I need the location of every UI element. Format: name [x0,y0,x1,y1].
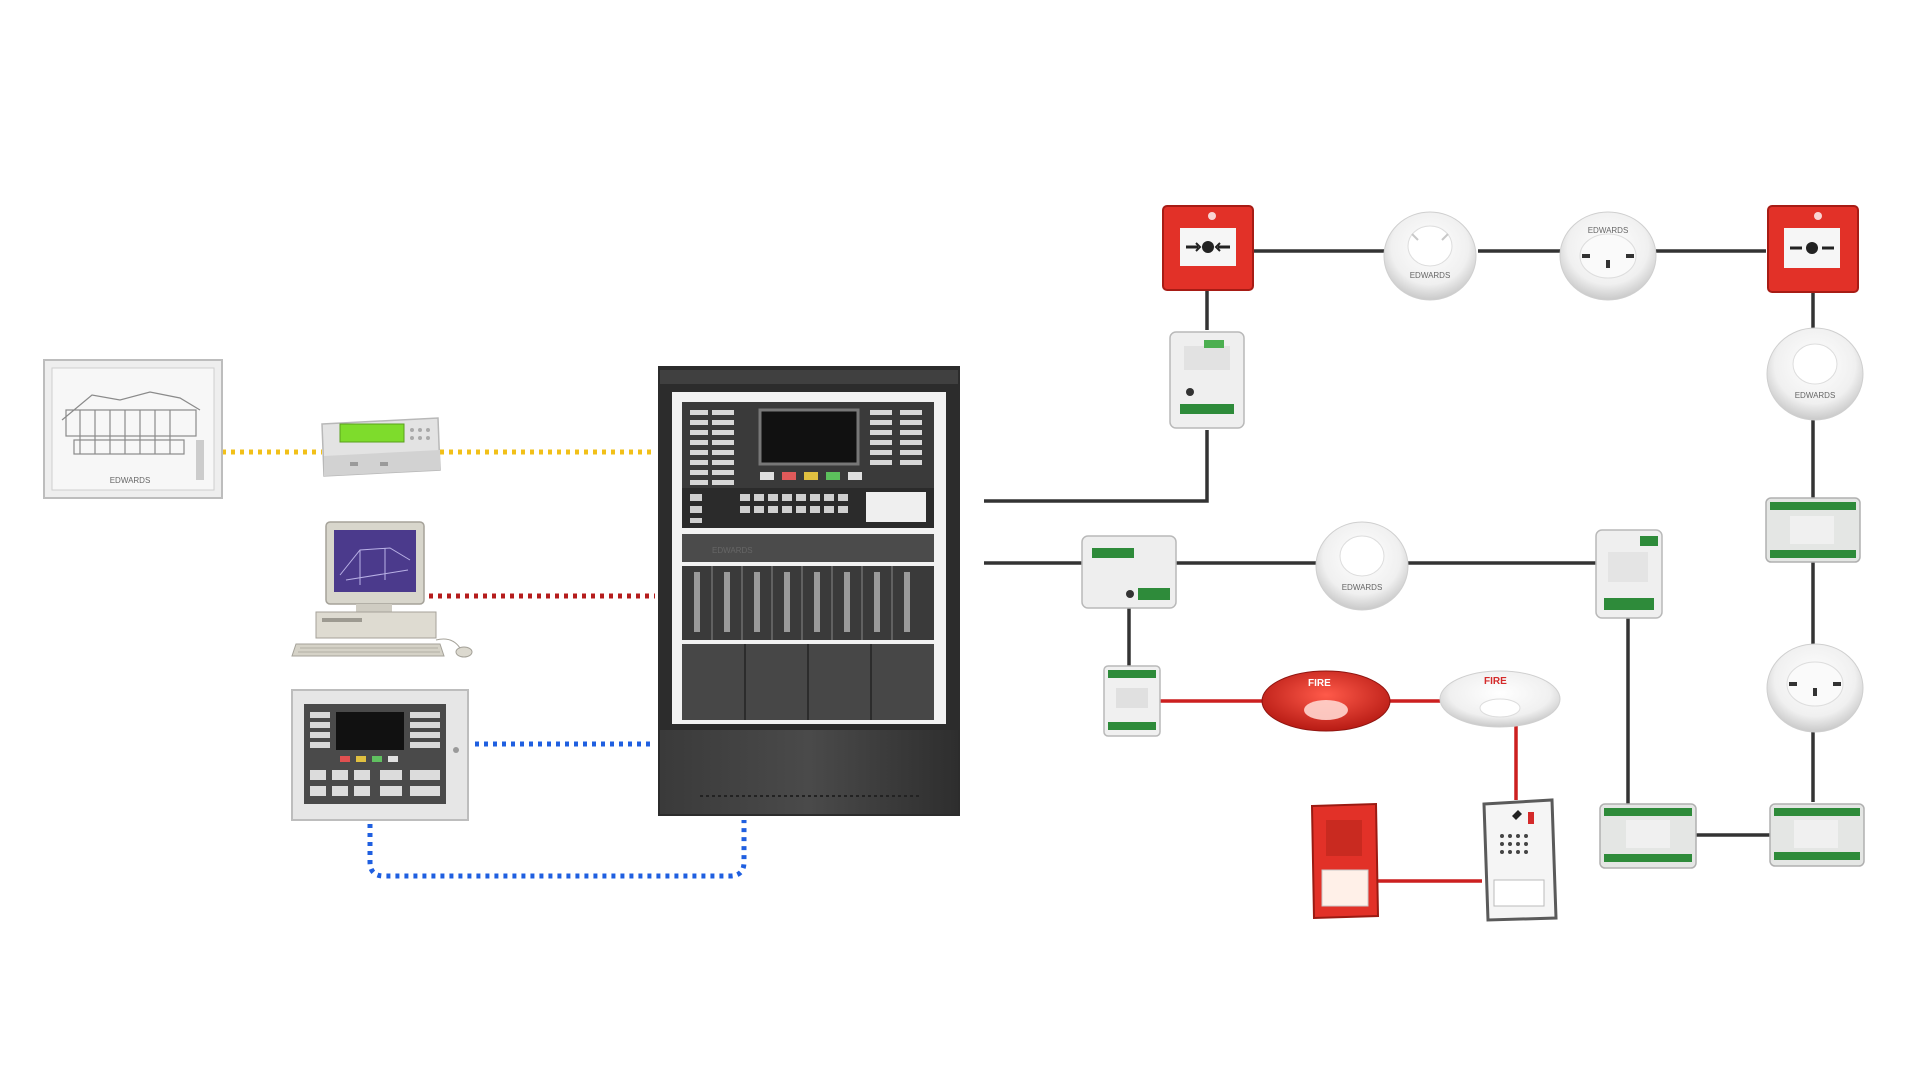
panel-main-screen [758,408,860,466]
workstation-screen [334,530,416,592]
detector-brand-label-3: EDWARDS [1795,391,1836,400]
ceiling-horn-strobe-red[interactable]: FIRE [1261,670,1391,732]
loop-module-bottom-mid[interactable] [1599,803,1697,869]
panel-brand-label: EDWARDS [712,546,753,555]
pc-workstation [291,521,473,658]
smoke-detector-mid[interactable]: EDWARDS [1315,521,1409,611]
loop-module-1[interactable] [1169,331,1245,429]
heat-detector-right-2[interactable] [1766,643,1864,733]
panel-module-cards [711,566,893,640]
speaker-strobe-white[interactable] [1482,798,1558,922]
detector-brand-label: EDWARDS [1410,271,1451,280]
lcd-screen [339,423,405,443]
ceiling-horn-strobe-white[interactable]: FIRE [1439,670,1561,728]
link-remote-panel-loop [367,820,747,879]
graphic-annunciator: EDWARDS [43,359,223,499]
loop-module-mid-left[interactable] [1081,535,1177,609]
panel-keypad [690,494,848,523]
detector-brand-label-2: EDWARDS [1588,226,1629,235]
remote-control-panel [291,689,469,821]
panel-led-strips-right [870,410,922,465]
graphic-brand-label: EDWARDS [110,476,151,485]
loop-module-mid-right[interactable] [1595,529,1663,619]
graphic-display-icon [61,391,201,455]
remote-lcd-annunciator [321,417,441,477]
notification-module[interactable] [1103,665,1161,737]
speaker-grille [1500,834,1528,854]
fire-label-2: FIRE [1484,676,1507,687]
heat-detector-top-2[interactable]: EDWARDS [1559,211,1657,301]
manual-call-point-1[interactable] [1162,205,1254,291]
loop-cable-1 [984,430,1209,503]
loop-module-bottom-right[interactable] [1769,803,1865,867]
smoke-detector-right-1[interactable]: EDWARDS [1766,327,1864,421]
manual-call-point-2[interactable] [1767,205,1859,293]
smoke-detector-top-1[interactable]: EDWARDS [1383,211,1477,301]
loop-module-right-1[interactable] [1765,497,1861,563]
panel-led-strips-left [690,410,734,485]
detector-brand-label-4: EDWARDS [1342,583,1383,592]
remote-panel-screen [336,712,404,750]
fire-label-1: FIRE [1308,678,1331,689]
main-fire-alarm-control-panel: EDWARDS [658,366,960,816]
wall-horn-strobe-red[interactable] [1310,802,1380,920]
